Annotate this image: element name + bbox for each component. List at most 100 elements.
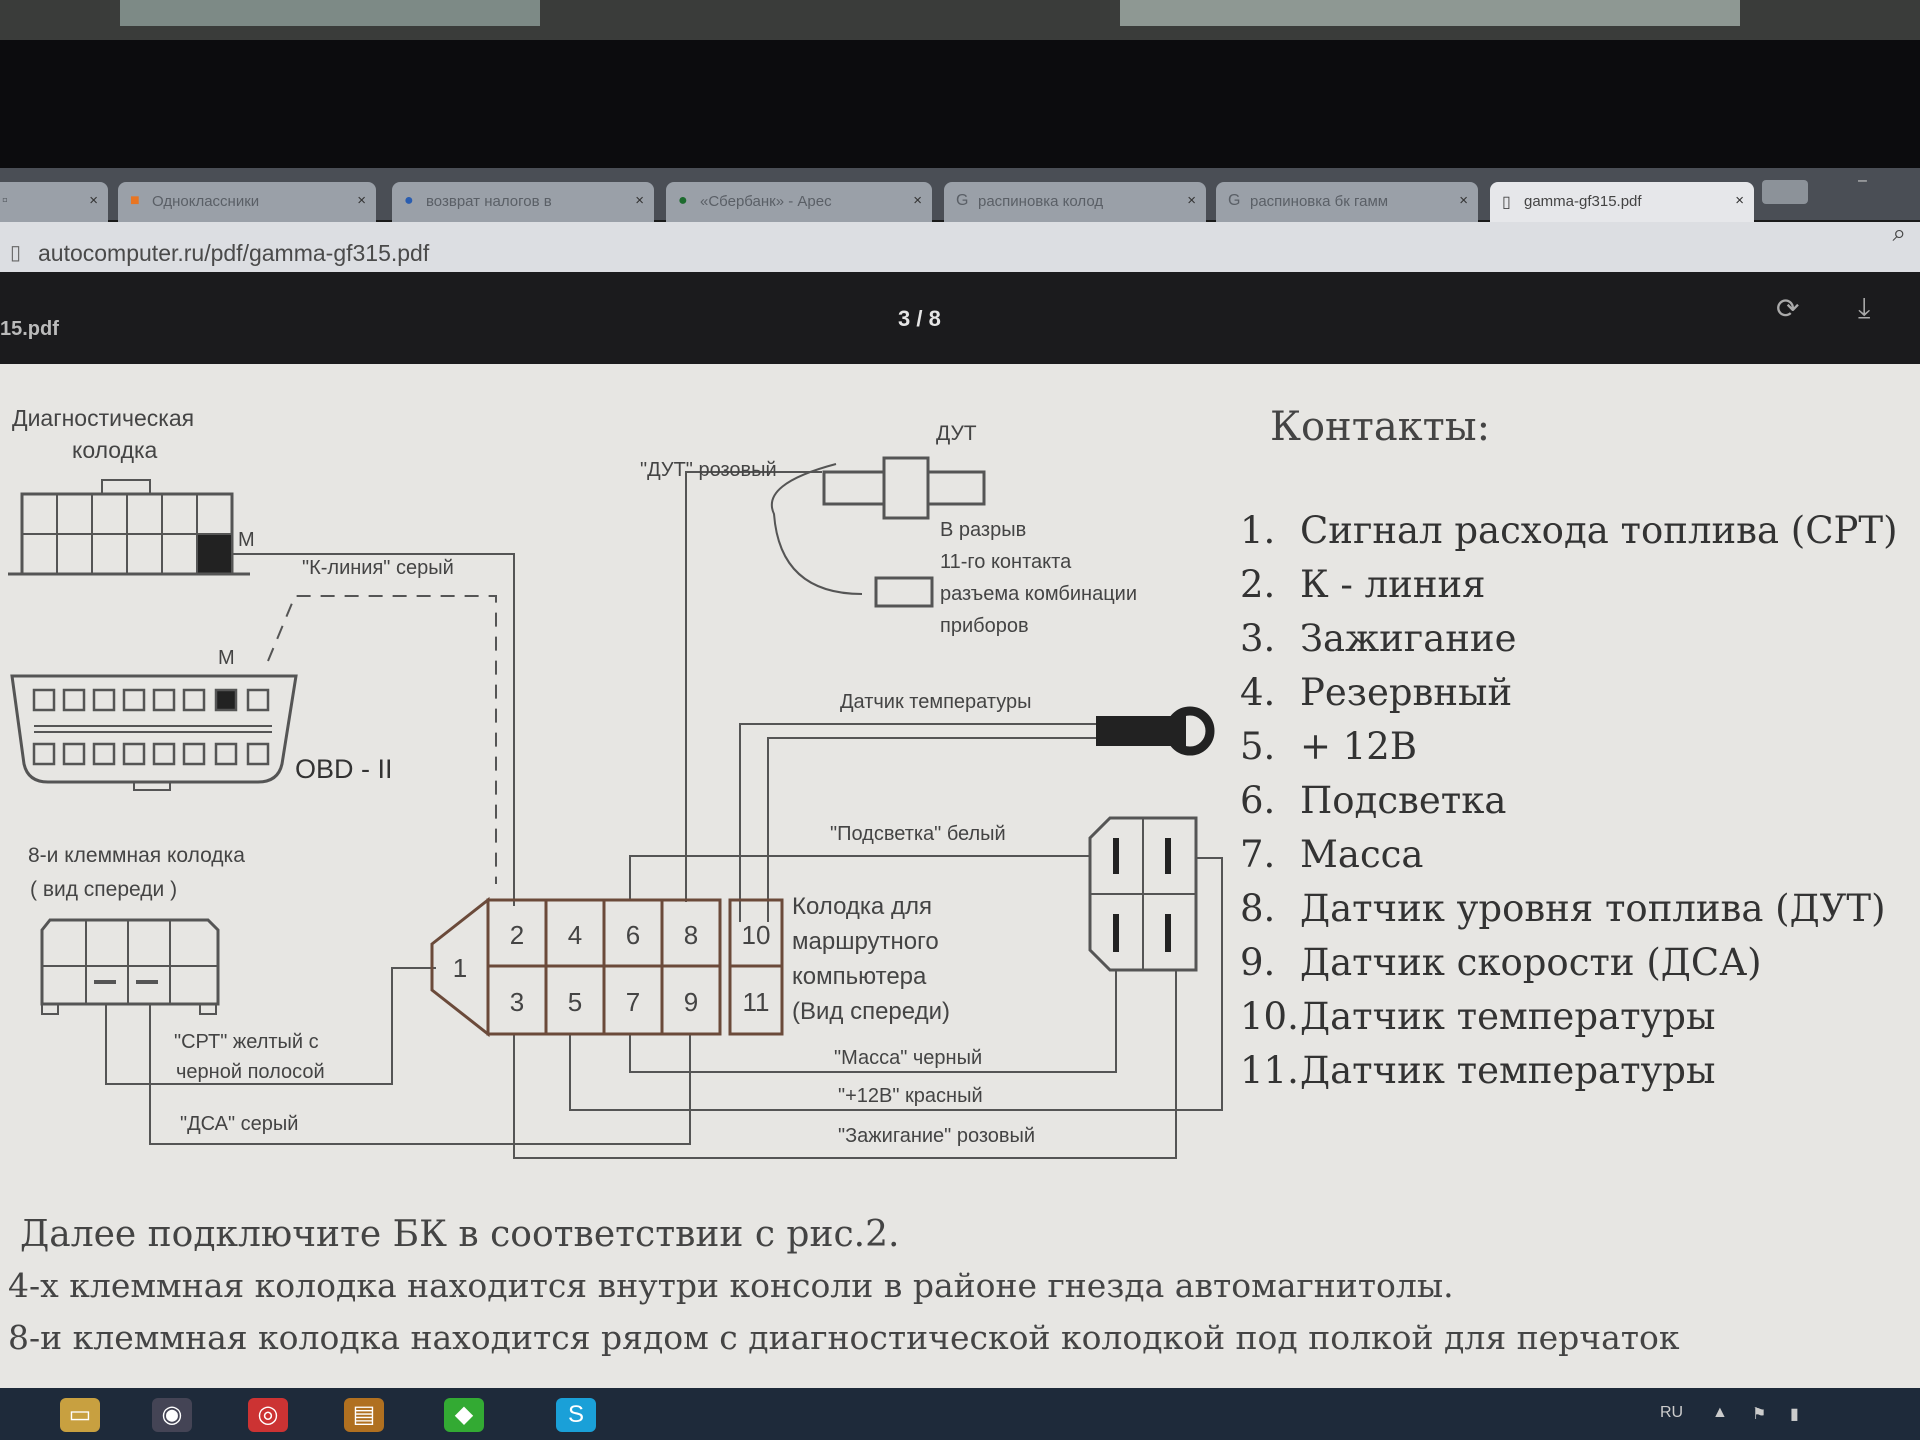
instruction-line-2: 4-х клеммная колодка находится внутри ко… [8, 1266, 1454, 1305]
close-icon[interactable]: × [1735, 192, 1744, 209]
ignition-wire [513, 970, 1177, 1159]
list-item: 3.Зажигание [1240, 617, 1517, 660]
list-item: 10.Датчик температуры [1240, 995, 1716, 1038]
google-icon: G [1228, 192, 1241, 209]
four-pin-block [1088, 816, 1198, 972]
close-icon[interactable]: × [635, 192, 644, 209]
address-bar [0, 222, 1920, 272]
language-indicator[interactable]: RU [1660, 1404, 1684, 1421]
dut-wire [685, 471, 822, 902]
tab-1[interactable]: ▫ × [0, 182, 108, 222]
temperature-sensor [1096, 706, 1215, 756]
tab-label: «Сбербанк» - Арес [700, 193, 832, 210]
ignition-label: "Зажигание" розовый [838, 1125, 1035, 1147]
pdf-page: Диагностическая колодка M "К-линия" серы… [0, 364, 1920, 1388]
plus12-wire [569, 857, 1223, 1111]
search-icon[interactable]: ⌕ [1892, 220, 1906, 247]
pin-1: 1 [453, 953, 467, 983]
break-label-1: В разрыв [940, 519, 1026, 541]
close-icon[interactable]: × [913, 192, 922, 209]
pin-6: 6 [626, 920, 640, 950]
computer-connector [430, 896, 784, 1038]
backlight-label: "Подсветка" белый [830, 823, 1006, 845]
flag-icon[interactable]: ⚑ [1752, 1406, 1767, 1423]
background-window [120, 0, 540, 26]
temp-wire-2 [767, 737, 1096, 922]
skype-icon[interactable]: S [556, 1398, 596, 1432]
break-label-4: приборов [940, 615, 1029, 637]
google-icon: G [956, 192, 969, 209]
tab-active-pdf[interactable]: ▯ gamma-gf315.pdf × [1490, 182, 1754, 222]
minimize-icon[interactable]: – [1858, 172, 1867, 189]
page-icon: ▫ [2, 192, 8, 209]
k-line-wire [267, 595, 497, 884]
document-icon: ▯ [1502, 194, 1511, 211]
srt-wire [105, 967, 436, 1085]
rotate-icon[interactable]: ⟳ [1776, 293, 1800, 324]
chrome-icon[interactable]: ◎ [248, 1398, 288, 1432]
new-tab-button[interactable] [1762, 180, 1808, 204]
list-item: 11.Датчик температуры [1240, 1049, 1716, 1092]
page-indicator: 3 / 8 [898, 306, 941, 331]
pin-11: 11 [743, 987, 770, 1017]
plus12-label: "+12В" красный [838, 1085, 983, 1107]
contacts-heading: Контакты: [1270, 404, 1491, 450]
m-label: M [238, 529, 255, 551]
connector-label-1: Колодка для [792, 893, 932, 920]
url-field[interactable]: autocomputer.ru/pdf/gamma-gf315.pdf [38, 240, 430, 266]
tab-label: возврат налогов в [426, 193, 552, 210]
tab-5[interactable]: G распиновка колод × [944, 182, 1206, 222]
break-label-2: 11-го контакта [940, 551, 1072, 573]
close-icon[interactable]: × [89, 192, 98, 209]
dut-label: ДУТ [936, 422, 977, 445]
pin-5: 5 [568, 987, 582, 1017]
pin-2: 2 [510, 920, 524, 950]
tab-4[interactable]: ● «Сбербанк» - Арес × [666, 182, 932, 222]
eight-pin-block [40, 918, 220, 1015]
mass-wire [629, 970, 1117, 1073]
tab-6[interactable]: G распиновка бк гамм × [1216, 182, 1478, 222]
block8-label-1: 8-и клеммная колодка [28, 844, 245, 867]
tab-3[interactable]: ● возврат налогов в × [392, 182, 654, 222]
diag-k-wire [232, 553, 515, 906]
list-item: 9.Датчик скорости (ДСА) [1240, 941, 1762, 984]
obd-m-label: M [218, 647, 235, 669]
download-icon[interactable]: ⤓ [1858, 292, 1871, 323]
instruction-line-3: 8-и клеммная колодка находится рядом с д… [8, 1318, 1680, 1357]
pin-9: 9 [684, 987, 698, 1017]
explorer-icon[interactable]: ▤ [344, 1398, 384, 1432]
obd-connector [10, 674, 298, 791]
background-strip [0, 0, 1920, 40]
list-item: 4.Резервный [1240, 671, 1513, 714]
diagnostic-label-2: колодка [72, 437, 158, 463]
tab-2[interactable]: ■ Одноклассники × [118, 182, 376, 222]
page-info-icon[interactable]: ▯ [10, 242, 22, 264]
folder-icon[interactable]: ▭ [60, 1398, 100, 1432]
dut-bypass-wire [770, 463, 863, 595]
connector-label-4: (Вид спереди) [792, 998, 950, 1025]
close-icon[interactable]: × [357, 192, 366, 209]
srt-label-1: "СРТ" желтый с [174, 1031, 319, 1053]
network-icon[interactable]: ▮ [1790, 1406, 1799, 1423]
list-item: 5.+ 12В [1240, 725, 1418, 768]
media-icon[interactable]: ◉ [152, 1398, 192, 1432]
list-item: 6.Подсветка [1240, 779, 1507, 822]
ok-icon: ■ [130, 192, 140, 209]
close-icon[interactable]: × [1187, 192, 1196, 209]
backlight-wire [629, 855, 1090, 899]
search-icon: ● [404, 192, 414, 209]
list-item: 7.Масса [1240, 833, 1424, 876]
pdf-filename: 15.pdf [0, 318, 59, 340]
app-icon[interactable]: ◆ [444, 1398, 484, 1432]
taskbar [0, 1388, 1920, 1440]
diagnostic-label-1: Диагностическая [12, 405, 194, 431]
block8-label-2: ( вид спереди ) [30, 878, 177, 901]
close-icon[interactable]: × [1459, 192, 1468, 209]
connector-label-2: маршрутного [792, 928, 939, 955]
dut-sensor [822, 456, 986, 608]
tray-arrow-icon[interactable]: ▲ [1712, 1404, 1728, 1421]
mass-label: "Масса" черный [834, 1047, 982, 1069]
diagnostic-connector [8, 479, 250, 576]
pin-8: 8 [684, 920, 698, 950]
tab-label: распиновка колод [978, 193, 1104, 210]
